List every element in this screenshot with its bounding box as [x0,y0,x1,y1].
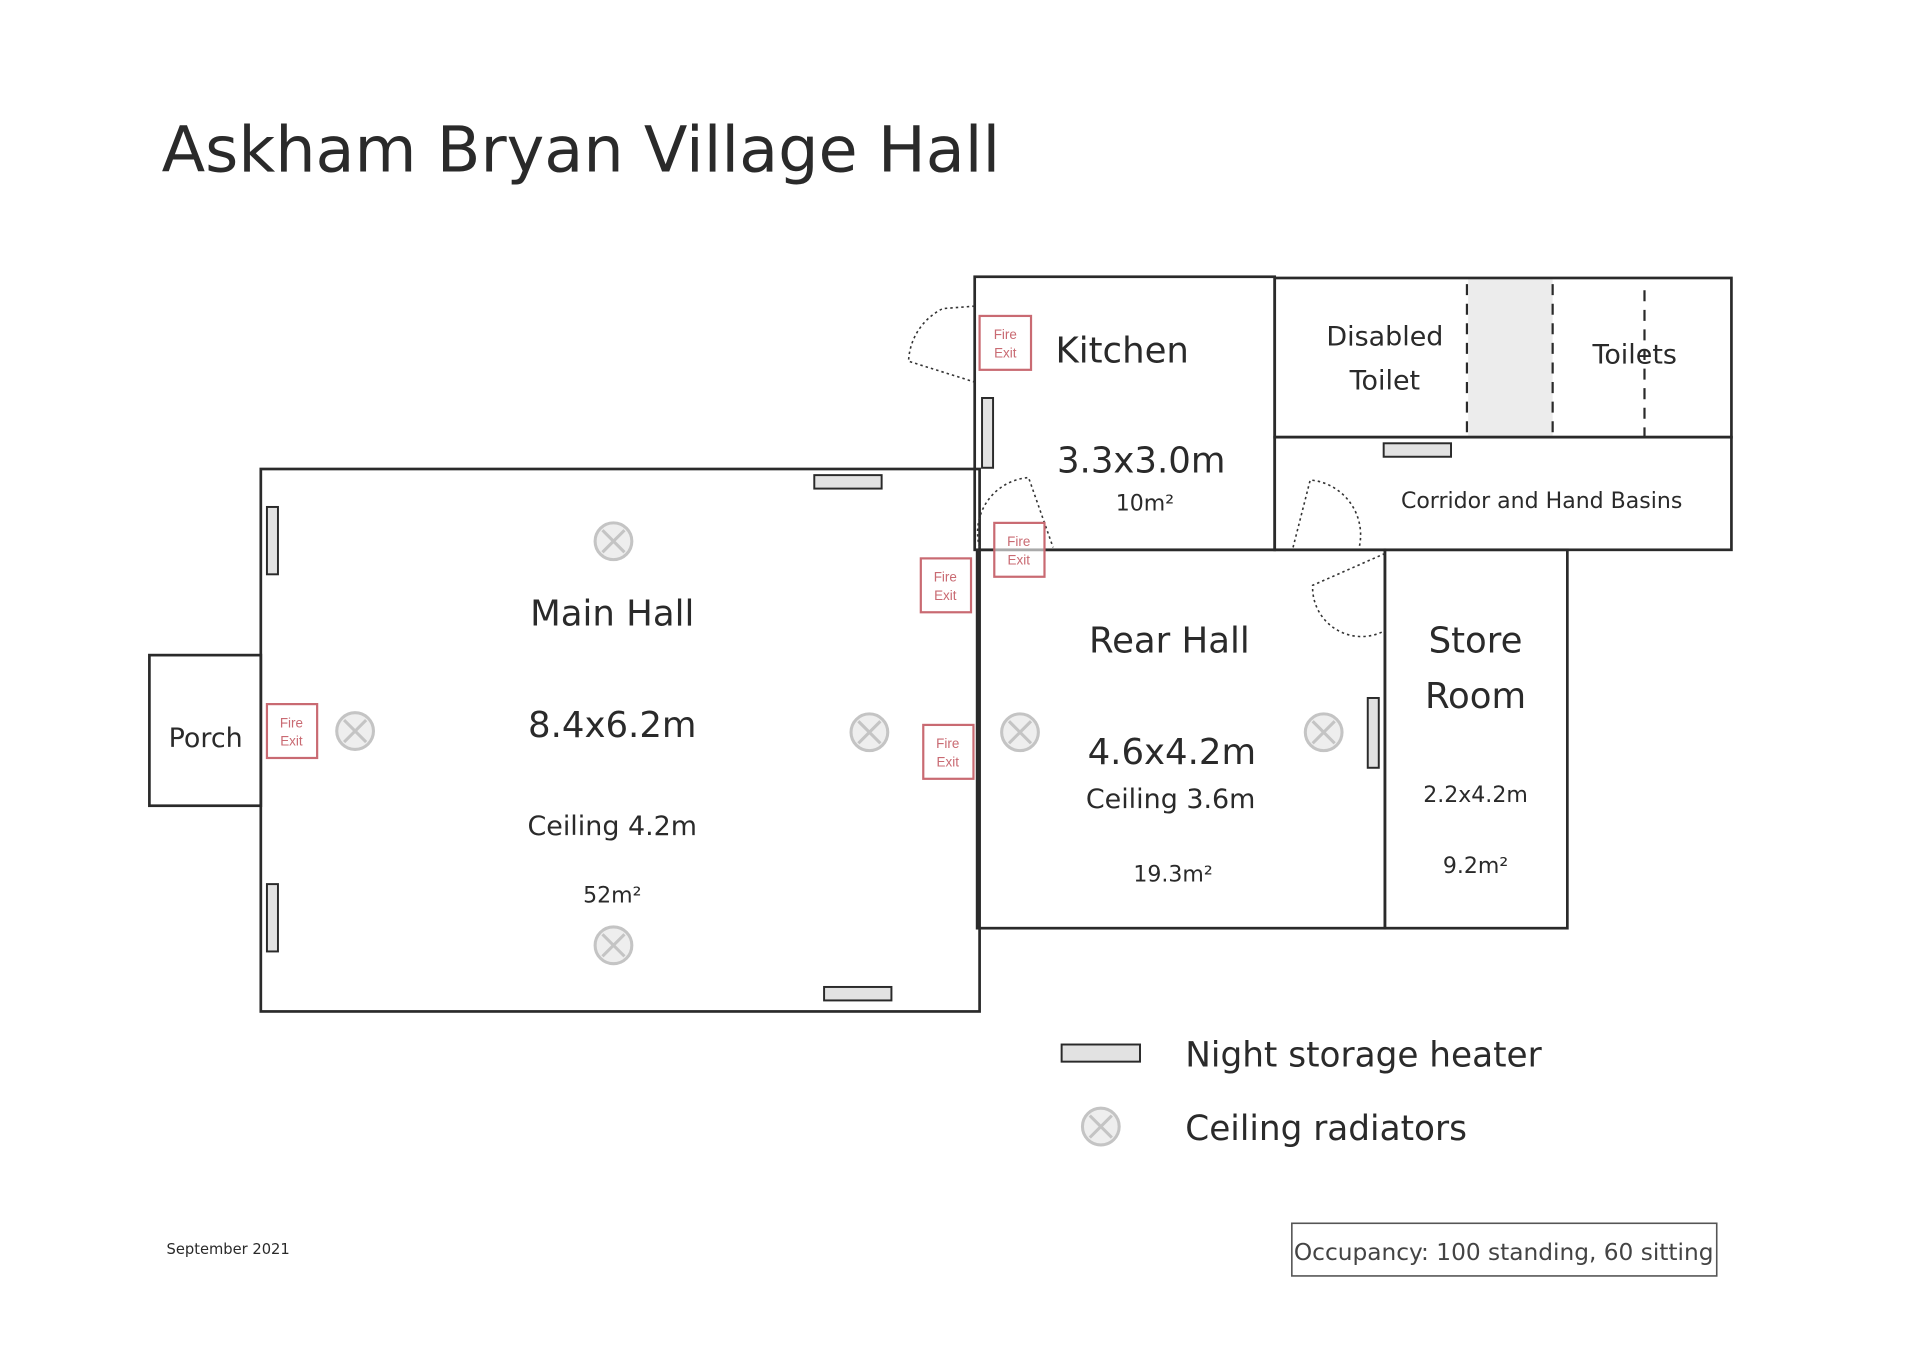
rear-hall-ceiling: Ceiling 3.6m [1086,784,1256,815]
radiator-icon [335,711,376,751]
doors [907,305,1386,638]
heater-icon [1060,1043,1141,1063]
door-swing [976,476,1054,548]
store-room-name-line2: Room [1425,676,1526,717]
store-room-walls [1383,548,1569,930]
svg-text:Exit: Exit [994,346,1017,361]
heater-icon [823,985,893,1002]
door-swing [1311,552,1386,638]
rear-hall-area: 19.3m² [1133,863,1212,888]
disabled-toilet-name: Disabled [1326,321,1443,352]
svg-text:Fire: Fire [280,715,303,730]
kitchen-name: Kitchen [1056,330,1189,371]
kitchen-area: 10m² [1116,492,1174,517]
legend-radiator-label: Ceiling radiators [1185,1109,1467,1149]
svg-text:Fire: Fire [934,570,957,585]
kitchen-size: 3.3x3.0m [1057,441,1226,482]
radiator-icon [1303,712,1344,753]
main-hall-ceiling: Ceiling 4.2m [527,811,697,842]
svg-text:Fire: Fire [1007,534,1030,549]
main-hall-area: 52m² [583,883,641,908]
svg-text:Exit: Exit [1008,553,1031,568]
svg-text:Fire: Fire [936,736,959,751]
heater-icon [1382,442,1452,458]
toilets-name: Toilets [1591,340,1676,371]
rear-hall-size: 4.6x4.2m [1088,732,1257,773]
main-hall-name: Main Hall [530,594,694,635]
night-storage-heaters [265,397,1452,1002]
porch-name: Porch [169,723,243,754]
date-label: September 2021 [167,1241,290,1258]
walls [148,275,1733,1013]
svg-text:Exit: Exit [934,588,957,603]
page-title: Askham Bryan Village Hall [162,113,1001,187]
svg-text:Exit: Exit [937,755,960,770]
store-room-name: Store [1429,621,1523,662]
svg-text:Exit: Exit [280,734,303,749]
heater-icon [813,474,883,490]
corridor-name: Corridor and Hand Basins [1401,489,1682,514]
heater-icon [265,505,279,576]
radiator-icon [849,712,890,753]
main-hall-size: 8.4x6.2m [528,705,697,746]
occupancy-label: Occupancy: 100 standing, 60 sitting [1294,1239,1714,1266]
heater-icon [265,883,279,953]
heater-icon [981,397,995,469]
radiator-icon [593,521,634,562]
porch-walls [148,653,263,808]
legend: Night storage heater Ceiling radiators [1060,1036,1543,1149]
radiator-icon [593,925,634,966]
shared-area-shading [1468,279,1553,438]
door-swing [907,305,975,383]
ceiling-radiators [335,521,1344,966]
door-swing [1292,479,1362,548]
store-room-area: 9.2m² [1443,854,1508,879]
heater-icon [1366,697,1380,769]
rear-hall-name: Rear Hall [1089,621,1250,662]
occupancy-box [1291,1222,1718,1277]
disabled-toilet-name-line2: Toilet [1349,365,1420,396]
radiator-icon [1080,1106,1121,1147]
svg-text:Fire: Fire [994,327,1017,342]
radiator-icon [1000,712,1040,753]
store-room-size: 2.2x4.2m [1423,783,1528,808]
legend-heater-label: Night storage heater [1185,1036,1542,1076]
